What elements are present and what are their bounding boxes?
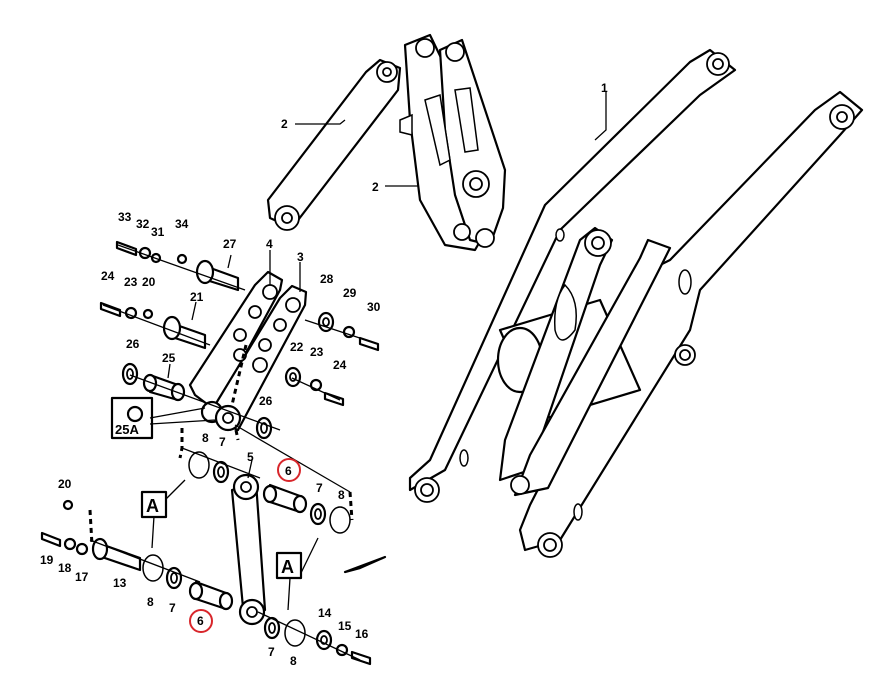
callout-8-c: 8 [147,595,154,609]
callout-6-upper: 6 [285,464,292,478]
callout-3: 3 [297,250,304,264]
detail-a-lower: A [275,551,303,580]
callout-24-b: 24 [333,358,347,372]
callout-15: 15 [338,619,352,633]
callout-33: 33 [118,210,132,224]
detail-a-upper: A [140,490,168,519]
callout-5: 5 [247,450,254,464]
callout-23-a: 23 [124,275,138,289]
callout-28: 28 [320,272,334,286]
lift-arm-frame [408,48,864,558]
callout-2-bellcrank: 2 [372,180,379,194]
callout-21: 21 [190,290,204,304]
callout-8-a: 8 [202,431,209,445]
callout-4: 4 [266,237,273,251]
callouts: 1 2 2 3 4 5 6 6 7 7 7 7 8 8 8 8 13 14 15… [40,81,608,668]
callout-31: 31 [151,225,165,239]
callout-23-b: 23 [310,345,324,359]
callout-17: 17 [75,570,89,584]
callout-26-a: 26 [126,337,140,351]
callout-7-b: 7 [316,481,323,495]
callout-27: 27 [223,237,237,251]
callout-8-d: 8 [290,654,297,668]
callout-20-top: 20 [142,275,156,289]
callout-7-a: 7 [219,435,226,449]
callout-22: 22 [290,340,304,354]
assembly-lines [88,244,379,661]
callout-25: 25 [162,351,176,365]
highlight-ring-upper [277,458,301,482]
callout-30: 30 [367,300,381,314]
callout-2-top: 2 [281,117,288,131]
lower-link [230,473,267,626]
callout-18: 18 [58,561,72,575]
callout-29: 29 [343,286,357,300]
callout-20-left: 20 [58,477,72,491]
callout-13: 13 [113,576,127,590]
callout-32: 32 [136,217,150,231]
detail-label-a-lower: A [281,557,294,577]
highlight-ring-lower [189,609,213,633]
callout-26-b: 26 [259,394,273,408]
upper-link [266,58,402,231]
callout-8-b: 8 [338,488,345,502]
leader-lines [167,92,607,479]
callout-14: 14 [318,606,332,620]
callout-19: 19 [40,553,54,567]
callout-16: 16 [355,627,369,641]
callout-25A: 25A [115,422,139,437]
callout-1: 1 [601,81,608,95]
callout-6-lower: 6 [197,614,204,628]
link-plates [188,270,308,432]
callout-7-c: 7 [169,601,176,615]
callout-34: 34 [175,217,189,231]
callout-24-a: 24 [101,269,115,283]
hardware [40,240,387,666]
callout-7-d: 7 [268,645,275,659]
detail-label-a-upper: A [146,496,159,516]
highlight-rings [189,458,301,633]
bellcrank [399,33,507,252]
